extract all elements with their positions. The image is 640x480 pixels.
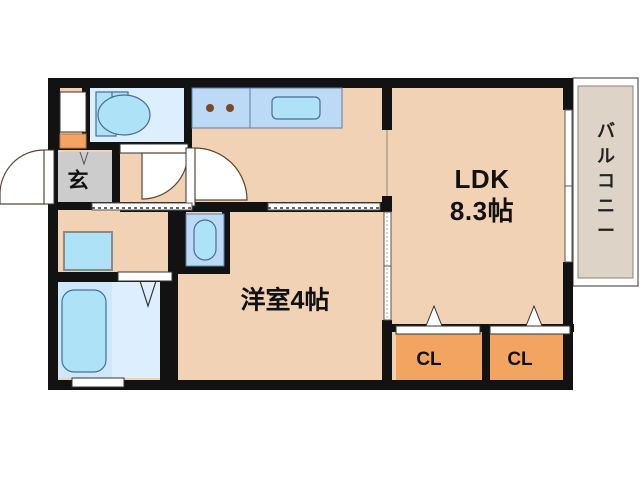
balcony-label-char-2: コ: [597, 171, 615, 191]
meter-box-icon: [59, 91, 87, 133]
kitchen-door-swing-arc: [194, 147, 248, 201]
vanity-basin-icon: [193, 219, 217, 261]
wall-closet-divider: [482, 324, 490, 382]
wall-entrance-right: [112, 150, 120, 208]
wall-right-upper: [563, 78, 573, 110]
wall-bedroom-left: [168, 212, 178, 390]
balcony-label-char-4: ー: [597, 221, 615, 241]
washroom-window[interactable]: [91, 202, 193, 211]
wall-alcove-right: [222, 212, 230, 274]
bath-window[interactable]: [71, 377, 125, 388]
stove-burner-icon: [226, 104, 234, 112]
shoe-box-icon: [59, 133, 87, 149]
closet-right-door[interactable]: [489, 325, 571, 335]
wall-bottom: [48, 380, 573, 390]
wall-corridor-bottom: [120, 202, 392, 212]
balcony-border: [572, 77, 639, 287]
kitchen-door-panel[interactable]: [185, 147, 196, 207]
bedroom-label: 洋室4帖: [241, 286, 330, 315]
ldk-label-line2: 8.3帖: [450, 196, 514, 226]
washing-machine-space-icon: [63, 231, 113, 271]
entrance-door-panel[interactable]: [43, 149, 55, 205]
balcony-label-char-3: ニ: [597, 196, 615, 216]
entrance-floor: [56, 152, 116, 208]
wall-entrance-bottom: [48, 202, 120, 210]
wall-bath-top: [48, 272, 170, 282]
entrance-step-indicator: [79, 151, 89, 166]
toilet-bowl-icon: [97, 94, 151, 136]
balcony-label-char-0: バ: [597, 121, 615, 141]
wall-ldk-left-upper: [382, 78, 392, 130]
closet-left-door[interactable]: [395, 325, 481, 335]
wall-left: [48, 78, 58, 390]
wall-alcove-bottom: [178, 266, 230, 274]
closet-left-floor: [396, 332, 482, 382]
closet-right-floor: [490, 332, 570, 382]
wall-kitchen-left: [184, 86, 192, 150]
balcony-label-char-1: ル: [597, 146, 615, 166]
entrance-door-swing-arc: [0, 149, 45, 205]
wall-top: [48, 78, 573, 88]
wall-ldk-left-lower: [382, 320, 392, 390]
ldk-label-line1: LDK: [455, 164, 510, 194]
closet-right-door-indicator: [525, 304, 543, 327]
closet-left-label: CL: [416, 349, 442, 370]
bedroom-window[interactable]: [267, 202, 381, 211]
entrance-label: 玄: [68, 169, 89, 193]
wall-niche-left: [56, 86, 60, 142]
bathtub-icon: [61, 289, 107, 373]
bath-door-panel[interactable]: [117, 271, 173, 282]
balcony-label: バ ル コ ニ ー: [597, 121, 615, 241]
kitchen-sink-icon: [271, 96, 321, 120]
balcony-floor: [578, 86, 633, 278]
wall-alcove-left: [178, 212, 186, 274]
wall-bath-right: [160, 272, 170, 390]
closet-left-door-indicator: [425, 304, 443, 327]
balcony-outline: [577, 85, 634, 279]
bath-door-fold-indicator: [139, 280, 157, 308]
toilet-door-panel[interactable]: [119, 143, 189, 154]
closet-right-label: CL: [507, 349, 533, 370]
stove-burner-icon: [206, 104, 214, 112]
